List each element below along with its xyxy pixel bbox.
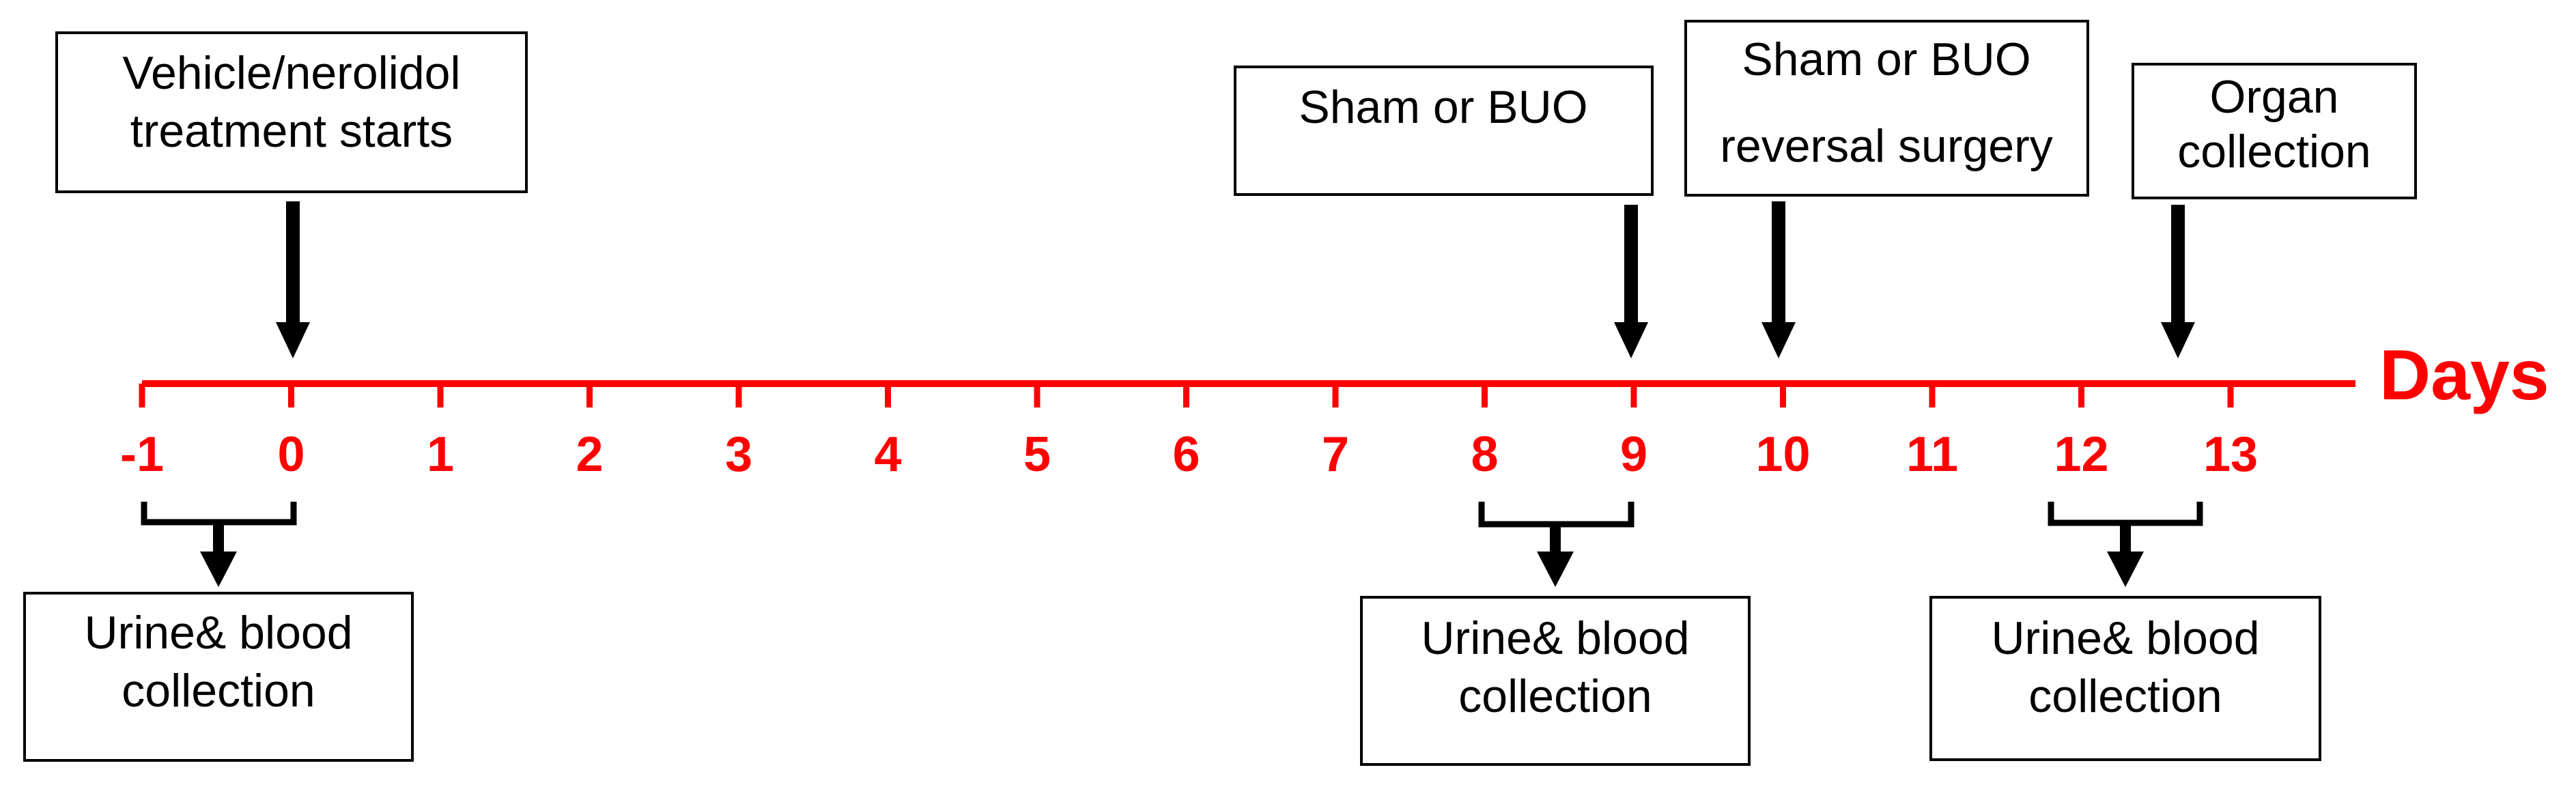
tick-label: 8 xyxy=(1471,427,1498,482)
collection-annotations: Urine& blood collection Urine& blood col… xyxy=(23,502,2321,766)
tick-label: 11 xyxy=(1906,427,1958,482)
bracket xyxy=(141,502,297,526)
event-box-line-2: collection xyxy=(2177,126,2371,177)
tick-label: 10 xyxy=(1755,427,1810,482)
down-arrow-head xyxy=(2161,322,2195,358)
collection-box-line-1: Urine& blood xyxy=(1991,612,2259,664)
collection-box xyxy=(1929,596,2321,761)
bracket xyxy=(2048,502,2203,526)
tick-label: 7 xyxy=(1322,427,1349,482)
tick-label: 9 xyxy=(1620,427,1647,482)
event-box xyxy=(1234,66,1654,196)
collection-box-line-2: collection xyxy=(122,665,315,717)
down-arrow-head xyxy=(1614,322,1648,358)
collection-box xyxy=(1360,596,1751,766)
tick-label: 13 xyxy=(2203,427,2258,482)
collection-box-line-2: collection xyxy=(1458,670,1652,722)
collection-day-8-9: Urine& blood collection xyxy=(1360,502,1751,766)
bracket-arrow-head xyxy=(2107,552,2144,587)
collection-box-line-2: collection xyxy=(2028,670,2222,722)
collection-day-12-13: Urine& blood collection xyxy=(1929,502,2321,761)
event-box-line-1: Organ xyxy=(2210,71,2339,123)
axis-label-days: Days xyxy=(2379,336,2549,415)
event-box-line-2: reversal surgery xyxy=(1720,120,2053,172)
event-treatment-starts: Vehicle/nerolidol treatment starts xyxy=(55,31,528,358)
tick-label: 0 xyxy=(277,427,305,482)
event-box-line-1: Sham or BUO xyxy=(1299,81,1587,133)
event-annotations: Vehicle/nerolidol treatment starts Sham … xyxy=(55,20,2417,358)
event-box xyxy=(2132,63,2417,199)
tick-label: 12 xyxy=(2054,427,2108,482)
event-box xyxy=(55,31,528,193)
bracket-arrow-head xyxy=(200,552,237,587)
event-reversal-surgery: Sham or BUO reversal surgery xyxy=(1684,20,2089,358)
tick-label: 3 xyxy=(725,427,752,482)
tick-label: 4 xyxy=(874,427,901,482)
down-arrow-head xyxy=(276,322,310,358)
event-organ-collection: Organ collection xyxy=(2132,63,2417,358)
event-box-line-2: treatment starts xyxy=(130,105,453,157)
event-sham-or-buo: Sham or BUO xyxy=(1234,66,1654,358)
event-box xyxy=(1684,20,2089,197)
tick-label: -1 xyxy=(120,427,164,482)
tick-label: 2 xyxy=(576,427,603,482)
tick-label: 5 xyxy=(1023,427,1051,482)
tick-label: 6 xyxy=(1172,427,1200,482)
collection-box xyxy=(23,592,414,762)
bracket-arrow-head xyxy=(1537,552,1574,587)
tick-label: 1 xyxy=(427,427,454,482)
event-box-line-1: Vehicle/nerolidol xyxy=(122,47,460,99)
collection-box-line-1: Urine& blood xyxy=(1421,612,1689,664)
down-arrow-head xyxy=(1761,322,1796,358)
event-box-line-1: Sham or BUO xyxy=(1742,33,2030,85)
collection-day-minus1-0: Urine& blood collection xyxy=(23,502,414,762)
collection-box-line-1: Urine& blood xyxy=(84,607,352,659)
bracket xyxy=(1478,502,1634,528)
